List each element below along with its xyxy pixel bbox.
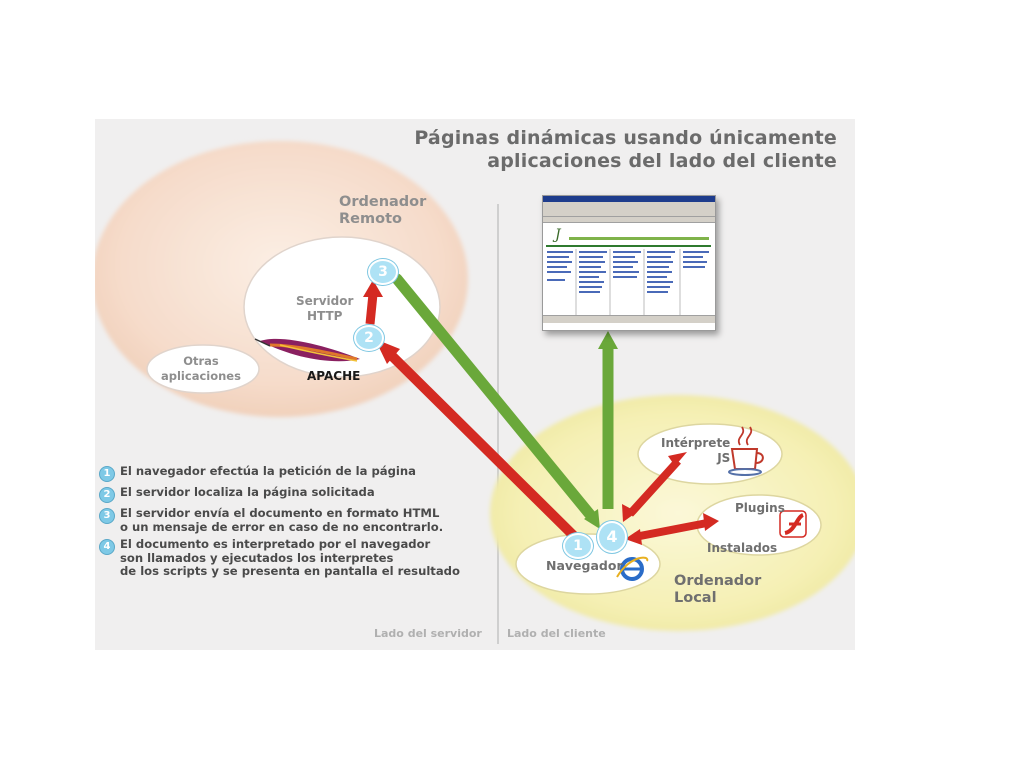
internet-explorer-icon (616, 556, 649, 581)
navegador-cloud (515, 533, 661, 595)
interprete-label-line-2: JS (717, 451, 731, 465)
other-apps-label-line-2: aplicaciones (161, 369, 241, 383)
step-number: 1 (99, 466, 115, 482)
local-computer-label-line-1: Ordenador (674, 573, 762, 589)
java-cup-icon (728, 426, 764, 476)
step-badge-1: 1 (563, 533, 593, 559)
remote-computer-label-line-1: Ordenador (339, 194, 427, 210)
apache-feather-icon (254, 338, 360, 362)
step-number: 4 (99, 539, 115, 555)
step-list: 1 El navegador efectúa la petición de la… (99, 464, 489, 583)
step-number: 3 (99, 508, 115, 524)
local-computer-label: Ordenador Local (674, 573, 761, 607)
browser-toolbar (543, 202, 715, 217)
http-server-label: Servidor HTTP (296, 294, 353, 324)
step-badge-4: 4 (597, 521, 627, 553)
request-arrows (363, 280, 719, 545)
title-line-2: aplicaciones del lado del cliente (487, 150, 837, 172)
step-item: 3 El servidor envía el documento en form… (99, 506, 489, 534)
response-arrows (391, 273, 618, 529)
other-apps-label-line-1: Otras (183, 354, 219, 368)
http-server-label-line-2: HTTP (306, 309, 343, 323)
apache-label: APACHE (307, 369, 361, 383)
step-number: 2 (99, 487, 115, 503)
step-text: El servidor envía el documento en format… (120, 506, 444, 534)
browser-address-bar (543, 217, 715, 223)
step-text: El navegador efectúa la petición de la p… (120, 464, 416, 478)
browser-screenshot: J (542, 195, 716, 331)
local-computer-label-line-2: Local (674, 590, 717, 606)
plugins-label: Plugins (735, 501, 785, 515)
remote-computer-label: Ordenador Remoto (339, 194, 426, 228)
browser-status-bar (543, 315, 715, 323)
title-line-1: Páginas dinámicas usando únicamente (414, 127, 837, 149)
step-item: 2 El servidor localiza la página solicit… (99, 485, 489, 503)
interprete-label-line-1: Intérprete (661, 436, 731, 450)
step-badge-2: 2 (354, 325, 384, 351)
client-side-label: Lado del cliente (507, 627, 606, 640)
step-text: El documento es interpretado por el nave… (120, 537, 460, 578)
remote-computer-label-line-2: Remoto (339, 211, 402, 227)
interprete-label: Intérprete JS (661, 436, 730, 466)
step-badge-3: 3 (368, 259, 398, 285)
installed-label: Instalados (707, 541, 778, 555)
svg-text:J: J (552, 227, 562, 243)
browser-content-drawing: J (543, 223, 715, 323)
step-item: 1 El navegador efectúa la petición de la… (99, 464, 489, 482)
flash-icon (779, 510, 807, 538)
other-apps-cloud (146, 344, 260, 394)
step-item: 4 El documento es interpretado por el na… (99, 537, 489, 579)
browser-content: J (543, 223, 715, 323)
navegador-label: Navegador (546, 558, 623, 573)
http-server-label-line-1: Servidor (296, 294, 354, 308)
other-apps-label: Otras aplicaciones (161, 354, 241, 384)
diagram-figure: Páginas dinámicas usando únicamente apli… (95, 119, 855, 650)
step-text: El servidor localiza la página solicitad… (120, 485, 375, 499)
server-side-label: Lado del servidor (374, 627, 482, 640)
browser-titlebar (543, 196, 715, 202)
